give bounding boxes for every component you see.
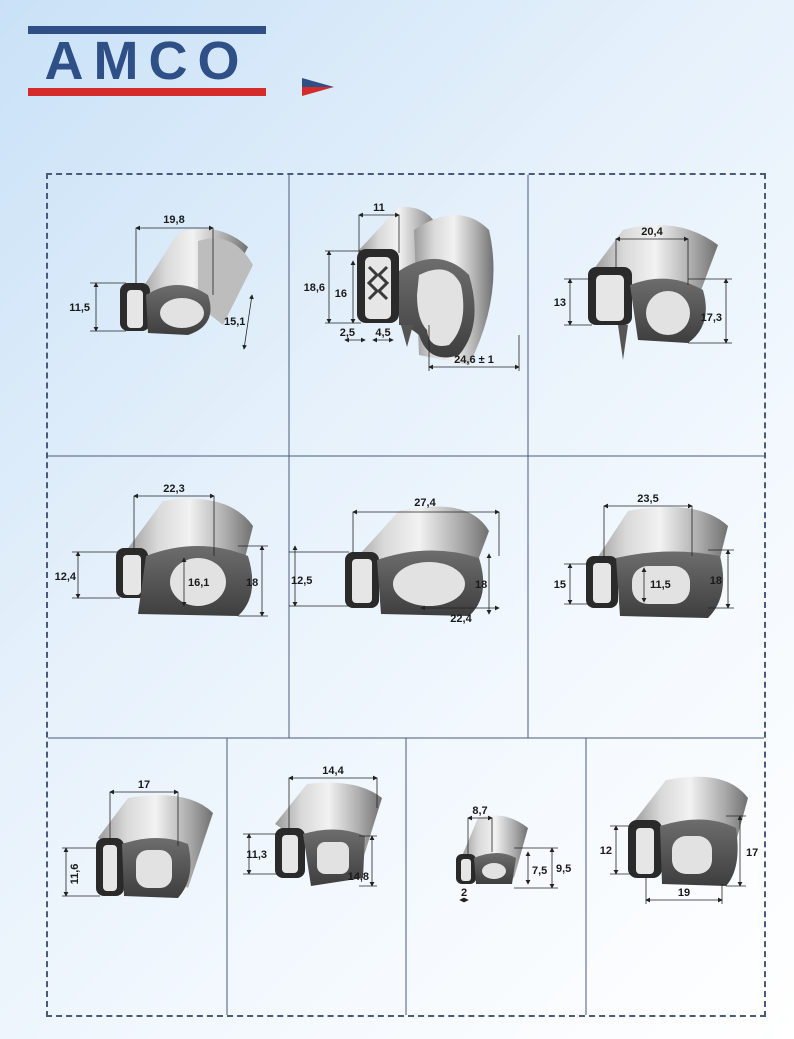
dim-9-3: 9,5	[556, 863, 571, 875]
dim-5-1: 27,4	[414, 497, 436, 509]
profile-4: 22,3 12,4 16,1 18	[48, 456, 289, 738]
dim-7-1: 17	[138, 779, 150, 791]
profile-3: 20,4 13 17,3	[528, 175, 764, 456]
dim-8-1: 14,4	[322, 765, 344, 777]
grid-dividers	[48, 175, 764, 1015]
profile-1-shape	[120, 228, 253, 335]
logo-top-bar	[28, 26, 266, 34]
profile-2: 11 18,6 16 2,5 4,5 24,6 ± 1	[289, 175, 528, 456]
dim-9-2: 7,5	[532, 865, 547, 877]
dim-6-1: 23,5	[637, 493, 658, 505]
dim-2-1: 11	[373, 202, 385, 214]
dim-5-4: 22,4	[450, 613, 472, 625]
dim-9-1: 8,7	[472, 805, 487, 817]
dim-10-1: 12	[600, 845, 612, 857]
dim-9-4: 2	[461, 887, 467, 899]
dim-2-2: 18,6	[304, 282, 325, 294]
dim-6-2: 15	[554, 579, 566, 591]
dim-5-3: 18	[475, 579, 487, 591]
dim-1-3: 15,1	[224, 316, 245, 328]
dim-2-3: 16	[335, 288, 347, 300]
dim-8-3: 14,8	[348, 871, 369, 883]
profile-9: 8,7 7,5 9,5 2	[406, 738, 586, 1015]
dim-6-4: 18	[710, 575, 722, 587]
dim-7-2: 11,6	[69, 864, 81, 885]
profile-5: 27,4 12,5 18 22,4	[289, 456, 528, 738]
dim-3-1: 20,4	[641, 226, 663, 238]
logo-text: AMCO	[44, 31, 250, 91]
dim-4-3: 16,1	[188, 577, 209, 589]
dim-6-3: 11,5	[650, 579, 671, 591]
amco-logo: AMCO	[28, 26, 266, 96]
dim-1-2: 11,5	[69, 302, 90, 314]
dim-10-2: 17	[746, 847, 758, 859]
profile-8: 14,4 11,3 14,8	[227, 738, 406, 1015]
dim-4-1: 22,3	[163, 483, 184, 495]
dim-4-2: 12,4	[55, 571, 77, 583]
dim-10-3: 19	[678, 887, 690, 899]
dim-1-1: 19,8	[163, 214, 184, 226]
profile-10: 12 17 19	[586, 738, 764, 1015]
dim-8-2: 11,3	[246, 849, 267, 861]
logo-bottom-bar	[28, 88, 266, 96]
profile-1: 19,8 11,5 15,1	[48, 175, 289, 456]
dim-3-2: 13	[554, 297, 566, 309]
dim-2-4: 2,5	[340, 327, 355, 339]
dim-2-6: 24,6 ± 1	[454, 354, 494, 366]
profile-7: 17 11,6	[48, 738, 227, 1015]
profile-6: 23,5 15 11,5 18	[528, 456, 764, 738]
dim-3-3: 17,3	[701, 312, 722, 324]
dim-2-5: 4,5	[375, 327, 390, 339]
profile-grid: 19,8 11,5 15,1	[46, 173, 766, 1017]
dim-5-2: 12,5	[291, 575, 312, 587]
logo-arrow-icon	[302, 78, 334, 96]
dim-4-4: 18	[246, 577, 258, 589]
